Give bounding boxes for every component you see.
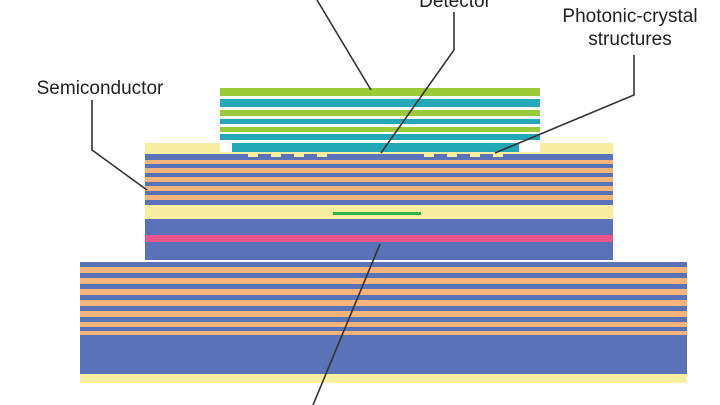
- photonic-hole: [424, 152, 434, 157]
- middle-mesa-blue-layer: [145, 182, 613, 186]
- bottom-slab-blue-layer: [80, 327, 687, 331]
- top-mesa-teal-base: [232, 143, 519, 152]
- photonic-hole: [294, 152, 304, 157]
- middle-mesa-blue-layer: [145, 154, 613, 160]
- middle-mesa-blue-layer: [145, 191, 613, 195]
- top-mesa-green-layer: [220, 88, 540, 96]
- photonic-hole: [248, 152, 258, 157]
- middle-mesa: [145, 143, 613, 260]
- top-mesa-green-layer: [220, 127, 540, 132]
- photonic-crystal-holes: [248, 152, 503, 157]
- photonic-hole: [317, 152, 327, 157]
- top-mesa-teal-layer: [220, 119, 540, 124]
- bottom-slab-cream-layer: [80, 374, 687, 383]
- middle-mesa-blue-layer: [145, 173, 613, 177]
- leader-line-semiconductor: [91, 100, 148, 191]
- middle-mesa-blue-block: [145, 219, 613, 235]
- middle-mesa-blue-layer: [145, 200, 613, 205]
- photonic-crystal-label-line1: Photonic-crystal: [562, 6, 697, 27]
- bottom-slab-blue-layer: [80, 262, 687, 267]
- middle-mesa-blue-layer: [145, 164, 613, 168]
- bottom-slab-blue-layer: [80, 306, 687, 311]
- bottom-slab-blue-layer: [80, 317, 687, 322]
- photonic-crystal-label-line2: structures: [588, 29, 671, 50]
- bottom-slab-blue-layer: [80, 295, 687, 300]
- middle-mesa-blue-block: [145, 242, 613, 260]
- photonic-hole: [447, 152, 457, 157]
- leader-lines: [91, 0, 635, 405]
- middle-mesa-pink-layer: [145, 235, 613, 242]
- top-mesa-teal-layer: [220, 99, 540, 107]
- bottom-slab-blue-block: [80, 335, 687, 374]
- top-mesa: [220, 88, 540, 152]
- leader-line-top-left: [316, 0, 372, 91]
- leader-line-bottom: [312, 243, 381, 405]
- top-mesa-teal-layer: [220, 134, 540, 140]
- leader-line-detector: [380, 12, 455, 154]
- bottom-slab-blue-layer: [80, 273, 687, 278]
- photonic-hole: [470, 152, 480, 157]
- leader-line-photonic: [494, 55, 635, 154]
- top-mesa-green-layer: [220, 110, 540, 116]
- bottom-slab-blue-layer: [80, 284, 687, 289]
- bottom-slab: [80, 262, 687, 383]
- photonic-hole: [493, 152, 503, 157]
- semiconductor-label: Semiconductor: [37, 78, 164, 99]
- detector-label: Detector: [419, 0, 491, 12]
- photonic-hole: [271, 152, 281, 157]
- gain-region-line: [333, 212, 421, 215]
